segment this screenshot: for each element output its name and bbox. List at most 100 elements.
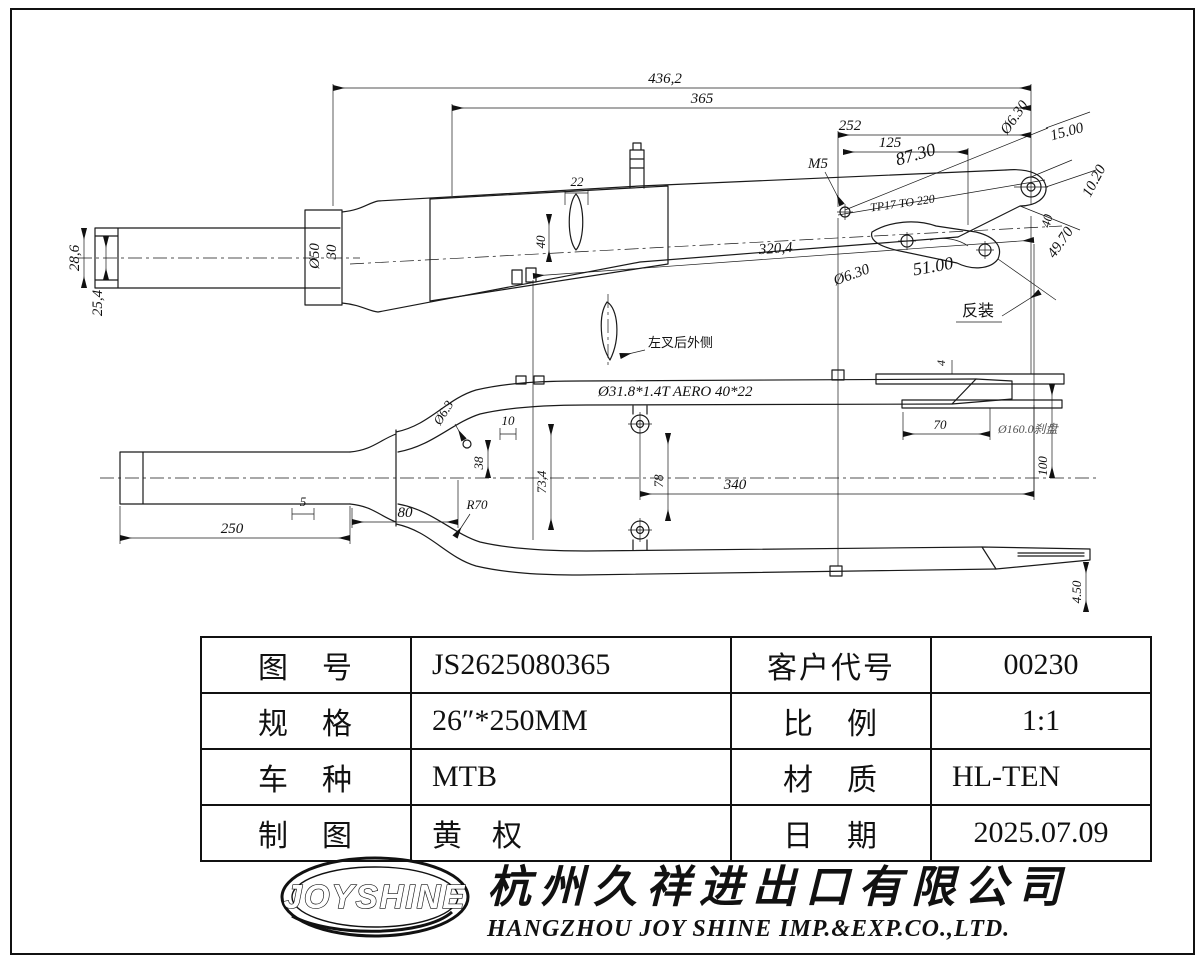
brake-boss-upper-stem (632, 405, 648, 415)
dim-70: 70 (934, 417, 948, 432)
dim-125: 125 (879, 135, 902, 151)
dim-15-00: 15.00 (1049, 120, 1086, 144)
plan-view-dimensions: 250 5 80 R70 Ø6.3 10 38 73,4 78 Ø31.8*1.… (119, 360, 1090, 612)
upper-blade-plan (395, 378, 977, 453)
dim-49-70: 49.70 (1044, 224, 1077, 261)
disc-rotor-plan (875, 373, 1065, 409)
label-spec: 规 格 (200, 692, 412, 750)
dim-10-20: 10.20 (1079, 162, 1109, 200)
dim-dia50: Ø50 (307, 243, 323, 270)
dim-dia6-30-mid: Ø6.30 (831, 261, 873, 289)
title-row-1: 图 号 JS2625080365 客户代号 00230 (200, 636, 1152, 694)
dim-365: 365 (690, 91, 714, 107)
dim-line-320 (532, 236, 1035, 280)
label-material: 材 质 (730, 748, 932, 806)
steerer-tube-plan (119, 451, 351, 505)
value-vehicle-type: MTB (410, 748, 732, 806)
dim-80: 80 (398, 505, 414, 521)
lower-blade-plan (395, 503, 997, 576)
dim-aero-spec: Ø31.8*1.4T AERO 40*22 (597, 384, 753, 400)
dim-dia6-30-top: Ø6.30 (997, 98, 1032, 139)
footer: JOYSHINE 杭州久祥进出口有限公司 HANGZHOU JOY SHINE … (280, 856, 1070, 942)
note-reverse-mount: 反装 (962, 302, 994, 320)
lower-dropout-plan (981, 546, 1091, 570)
dim-250: 250 (221, 521, 244, 537)
company-name-en: HANGZHOU JOY SHINE IMP.&EXP.CO.,LTD. (486, 916, 1010, 942)
dim-tp17: TP17 TO 220 (869, 192, 935, 215)
dim-5: 5 (300, 494, 307, 509)
extension-lines-top (332, 84, 1032, 225)
label-scale: 比 例 (730, 692, 932, 750)
blade-outline-side (341, 169, 1007, 313)
dim-10-lines (499, 428, 517, 440)
dim-38: 38 (471, 456, 486, 471)
dim-m5: M5 (807, 156, 828, 172)
value-customer-code: 00230 (930, 636, 1152, 694)
m5-leader (824, 171, 845, 207)
dim-40-right: 40 (1038, 212, 1056, 229)
steerer-tube-side (94, 227, 341, 289)
reverse-note-leader (1001, 289, 1042, 317)
value-drawn-by: 黄 权 (410, 804, 732, 862)
label-drawing-no: 图 号 (200, 636, 412, 694)
plan-extension-lines (119, 360, 1035, 544)
note-disc-rotor: Ø160.0刹盘 (997, 422, 1060, 436)
logo-joyshine: JOYSHINE (284, 878, 467, 915)
value-material: HL-TEN (930, 748, 1152, 806)
label-vehicle-type: 车 种 (200, 748, 412, 806)
title-row-3: 车 种 MTB 材 质 HL-TEN (200, 748, 1152, 806)
label-date: 日 期 (730, 804, 932, 862)
brake-boss-lower-cross (628, 518, 652, 542)
blade-note-leader (619, 349, 646, 359)
logo-ellipse-inner (291, 866, 459, 928)
dropout-side (957, 169, 1047, 238)
dim-100: 100 (1035, 456, 1050, 476)
dim-4-50: 4.50 (1069, 580, 1084, 603)
construction-lines-right (837, 111, 1097, 301)
blade-section-teardrop (600, 301, 618, 361)
dim-4: 4 (934, 360, 948, 366)
dim-340: 340 (723, 477, 747, 493)
blade-centerline (349, 225, 1063, 265)
oval-detail (568, 193, 584, 251)
dim-22-lines (564, 190, 589, 205)
side-view-dimensions: 436,2 365 252 125 M5 87.30 TP17 TO 220 Ø… (67, 71, 1110, 566)
logo-swoosh (291, 910, 453, 933)
upper-dropout-plan (951, 378, 1013, 405)
brake-boss-lower-stem (632, 539, 648, 551)
dim-30: 30 (324, 244, 340, 261)
value-date: 2025.07.09 (930, 804, 1152, 862)
dim-10: 10 (502, 413, 516, 428)
crown-side (304, 209, 343, 306)
dim-28-6: 28,6 (67, 244, 83, 271)
outer-leg-side (429, 185, 669, 302)
value-spec: 26″*250MM (410, 692, 732, 750)
brake-stud (629, 142, 645, 189)
value-drawing-no: JS2625080365 (410, 636, 732, 694)
dim-22: 22 (571, 174, 585, 189)
dim-320-4: 320,4 (757, 240, 793, 258)
r70-leader (452, 513, 471, 539)
label-customer-code: 客户代号 (730, 636, 932, 694)
cable-stops (511, 267, 537, 285)
dim-5-line (291, 508, 315, 520)
dim-51-00: 51.00 (911, 253, 954, 280)
dim-25-4: 25,4 (90, 289, 106, 316)
brake-boss-upper-cross (628, 412, 652, 436)
title-row-2: 规 格 26″*250MM 比 例 1:1 (200, 692, 1152, 750)
m5-boss-crosshair (837, 204, 853, 220)
dia6-3-leader (454, 423, 467, 442)
value-scale: 1:1 (930, 692, 1152, 750)
dim-40-left: 40 (533, 235, 548, 249)
fork-plan-view (100, 369, 1100, 577)
dim-436-2: 436,2 (648, 71, 682, 87)
company-name-cn: 杭州久祥进出口有限公司 (487, 863, 1070, 912)
blade-clips (515, 369, 845, 577)
note-left-blade: 左叉后外侧 (648, 335, 713, 350)
projection-lines (532, 216, 1035, 566)
title-block: 图 号 JS2625080365 客户代号 00230 规 格 26″*250M… (200, 636, 1152, 862)
dim-r70: R70 (466, 497, 488, 512)
label-drawn-by: 制 图 (200, 804, 412, 862)
